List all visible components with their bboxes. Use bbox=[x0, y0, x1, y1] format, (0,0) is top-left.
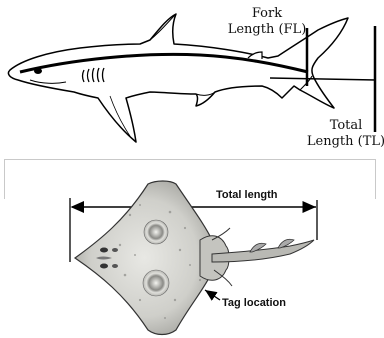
ray-total-length-label: Total length bbox=[216, 189, 278, 202]
total-length-label: Total Length (TL) bbox=[306, 118, 384, 150]
ray-eyespot-upper bbox=[144, 220, 168, 244]
tag-location-label: Tag location bbox=[222, 297, 286, 310]
ray-eyespot-lower bbox=[143, 270, 169, 296]
ray-disc bbox=[75, 181, 214, 335]
fork-length-label-line2: Length (FL) bbox=[226, 22, 308, 38]
fork-length-label-line1: Fork bbox=[226, 6, 308, 22]
total-length-label-line2: Length (TL) bbox=[306, 134, 384, 150]
ray-illustration bbox=[70, 181, 317, 335]
tag-location-arrow bbox=[205, 290, 220, 300]
total-length-label-line1: Total bbox=[306, 118, 384, 134]
shark-eye bbox=[34, 68, 42, 74]
fork-length-label: Fork Length (FL) bbox=[226, 6, 308, 38]
